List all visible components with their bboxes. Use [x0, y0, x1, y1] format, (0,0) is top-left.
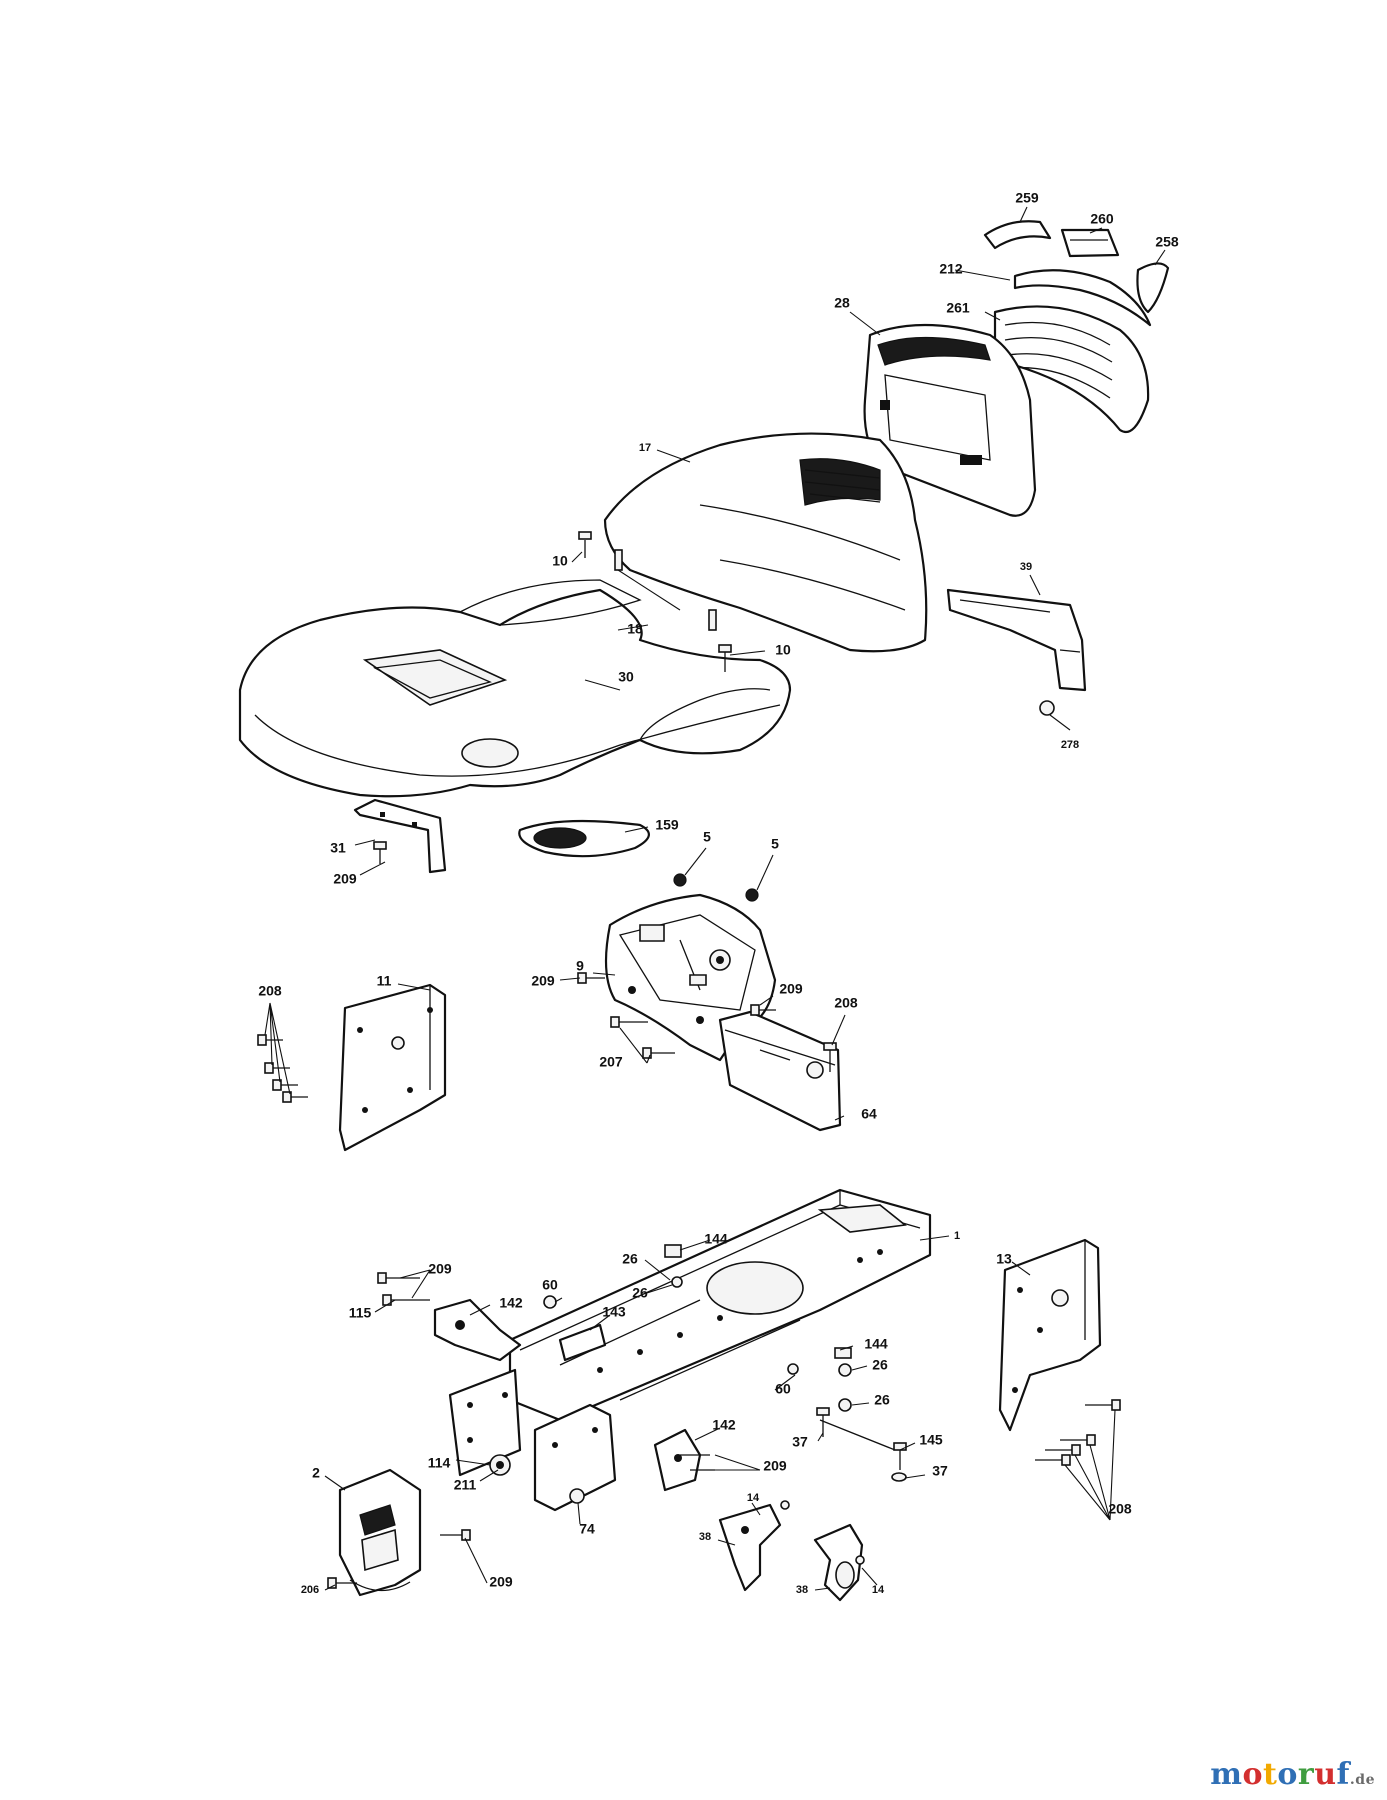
callout-209-left: 209 — [428, 1261, 452, 1277]
lens-part-260 — [1060, 228, 1120, 258]
callout-209-right: 209 — [763, 1458, 787, 1474]
watermark-letter: u — [1314, 1757, 1337, 1792]
callout-28: 28 — [834, 295, 850, 311]
watermark-letter: m — [1210, 1757, 1243, 1792]
hood-bracket-39 — [946, 588, 1087, 692]
callout-209-fender: 209 — [333, 871, 357, 887]
callout-10-right: 10 — [775, 642, 791, 658]
callout-208-right: 208 — [1108, 1501, 1132, 1517]
bracket-143 — [558, 1323, 607, 1362]
rear-panel-13 — [998, 1238, 1102, 1432]
callout-26-lower-b: 26 — [874, 1392, 890, 1408]
watermark-letter: r — [1297, 1757, 1315, 1792]
callout-278: 278 — [1061, 739, 1079, 751]
callout-209-dash: 209 — [531, 973, 555, 989]
callout-260: 260 — [1090, 211, 1114, 227]
callout-208-center: 208 — [834, 995, 858, 1011]
leader-lines — [264, 206, 1166, 1591]
callout-145: 145 — [919, 1432, 943, 1448]
support-64 — [718, 1010, 842, 1132]
callout-259: 259 — [1015, 190, 1039, 206]
callout-10-left: 10 — [552, 553, 568, 569]
watermark-tld: .de — [1349, 1772, 1375, 1788]
callout-26-lower-a: 26 — [872, 1357, 888, 1373]
lens-part-259 — [983, 220, 1052, 250]
callout-38-right: 38 — [796, 1584, 808, 1596]
callout-142-bottom: 142 — [712, 1417, 736, 1433]
callout-207: 207 — [599, 1054, 623, 1070]
left-frame-plate — [448, 1368, 522, 1477]
callout-209-front: 209 — [489, 1574, 513, 1590]
callout-64: 64 — [861, 1106, 877, 1122]
callout-37-left: 37 — [792, 1434, 808, 1450]
callout-17: 17 — [639, 442, 651, 454]
callout-30: 30 — [618, 669, 634, 685]
watermark-letter: t — [1263, 1757, 1278, 1792]
side-panel-11 — [338, 983, 447, 1152]
main-frame-1 — [508, 1188, 932, 1422]
callout-18: 18 — [627, 621, 643, 637]
callout-26-mid: 26 — [632, 1285, 648, 1301]
callout-31: 31 — [330, 840, 346, 856]
callout-39: 39 — [1020, 561, 1032, 573]
callout-261: 261 — [946, 300, 970, 316]
hardware-fasteners — [257, 531, 1121, 1589]
watermark-letter: o — [1277, 1757, 1298, 1792]
pedal-arm-38-left — [718, 1503, 782, 1592]
callout-74: 74 — [579, 1521, 595, 1537]
callout-11: 11 — [377, 973, 392, 989]
callout-115: 115 — [349, 1305, 372, 1321]
callout-208-left: 208 — [258, 983, 282, 999]
callout-5-left: 5 — [703, 829, 711, 845]
watermark-letter: f — [1336, 1757, 1350, 1792]
callout-2: 2 — [312, 1465, 320, 1481]
callout-142-top: 142 — [499, 1295, 523, 1311]
callout-258: 258 — [1155, 234, 1179, 250]
bracket-142-left — [433, 1298, 522, 1362]
watermark-logo: motoruf.de — [1210, 1757, 1375, 1792]
callout-206: 206 — [301, 1584, 319, 1596]
callout-labels: 259 260 258 212 28 261 17 10 18 10 30 39… — [258, 190, 1179, 1596]
fender-bracket-31 — [353, 798, 447, 874]
callout-13: 13 — [996, 1251, 1012, 1267]
callout-38-left: 38 — [699, 1531, 711, 1543]
callout-26-top: 26 — [622, 1251, 638, 1267]
callout-37-right: 37 — [932, 1463, 948, 1479]
cup-holder-159 — [518, 819, 650, 858]
bracket-142-right — [653, 1428, 702, 1492]
callout-114: 114 — [428, 1455, 451, 1471]
callout-60-bottom: 60 — [775, 1381, 791, 1397]
callout-144-bottom: 144 — [864, 1336, 888, 1352]
callout-143: 143 — [602, 1304, 626, 1320]
callout-14-right: 14 — [872, 1584, 885, 1596]
callout-212: 212 — [939, 261, 963, 277]
center-frame-plate — [533, 1403, 617, 1512]
callout-144-top: 144 — [704, 1231, 728, 1247]
callout-211: 211 — [454, 1477, 477, 1493]
grille-trim-212 — [1013, 269, 1152, 327]
callout-1: 1 — [954, 1230, 960, 1242]
front-panel-2 — [338, 1468, 422, 1597]
fender-30 — [238, 579, 792, 798]
hood-17 — [603, 432, 928, 653]
callout-159: 159 — [655, 817, 679, 833]
callout-14-left: 14 — [747, 1492, 760, 1504]
callout-9: 9 — [576, 958, 584, 974]
watermark-brand: motoruf — [1210, 1757, 1350, 1792]
callout-60-top: 60 — [542, 1277, 558, 1293]
pedal-arm-38-right — [813, 1523, 864, 1602]
callout-5-right: 5 — [771, 836, 779, 852]
watermark-letter: o — [1242, 1757, 1264, 1792]
grille-261 — [993, 305, 1150, 433]
headlight-lens-258 — [1136, 262, 1170, 314]
callout-209-dash-lower: 209 — [779, 981, 803, 997]
